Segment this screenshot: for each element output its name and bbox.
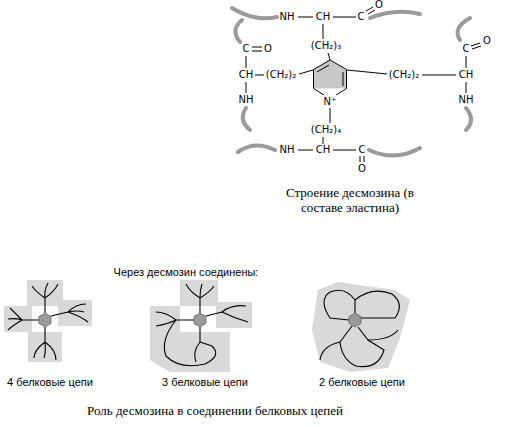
protein-chain (232, 8, 471, 156)
atom-label: O (264, 43, 272, 55)
chemical-bond (246, 7, 481, 162)
atom-label: N⁺ (324, 96, 337, 108)
atom-label: C (359, 144, 366, 156)
pyridinium-ring (314, 60, 347, 95)
figure-label: 4 белковые цепи (7, 376, 93, 389)
section-heading: Через десмозин соединены: (114, 266, 259, 279)
group-label: CH (316, 11, 331, 23)
figure-label: 3 белковые цепи (162, 376, 248, 389)
group-label: (CH₂)₃ (311, 40, 341, 52)
two-chain-scheme (312, 282, 410, 372)
group-label: NH (280, 144, 295, 156)
atom-label: O (483, 35, 491, 47)
atom-label: C (358, 11, 365, 23)
four-chain-scheme (4, 280, 92, 362)
atom-label: C (243, 43, 250, 55)
group-label: CH (316, 144, 331, 156)
figure-label: 2 белковые цепи (319, 376, 405, 389)
three-chain-scheme (150, 280, 252, 372)
group-label: (CH₂)₄ (311, 124, 341, 136)
group-label: CH (459, 69, 474, 81)
group-label: NH (459, 94, 474, 106)
structure-caption: Строение десмозина (в составе эластина) (275, 186, 425, 216)
atom-label: C (463, 43, 470, 55)
group-label: (CH₂)₂ (266, 69, 296, 81)
figure-caption: Роль десмозина в соединении белковых цеп… (87, 404, 343, 419)
atom-label: O (375, 0, 383, 11)
group-label: NH (239, 94, 254, 106)
group-label: NH (280, 11, 295, 23)
atom-label: O (358, 163, 366, 175)
group-label: (CH₂)₂ (389, 69, 419, 81)
group-label: CH (239, 69, 254, 81)
